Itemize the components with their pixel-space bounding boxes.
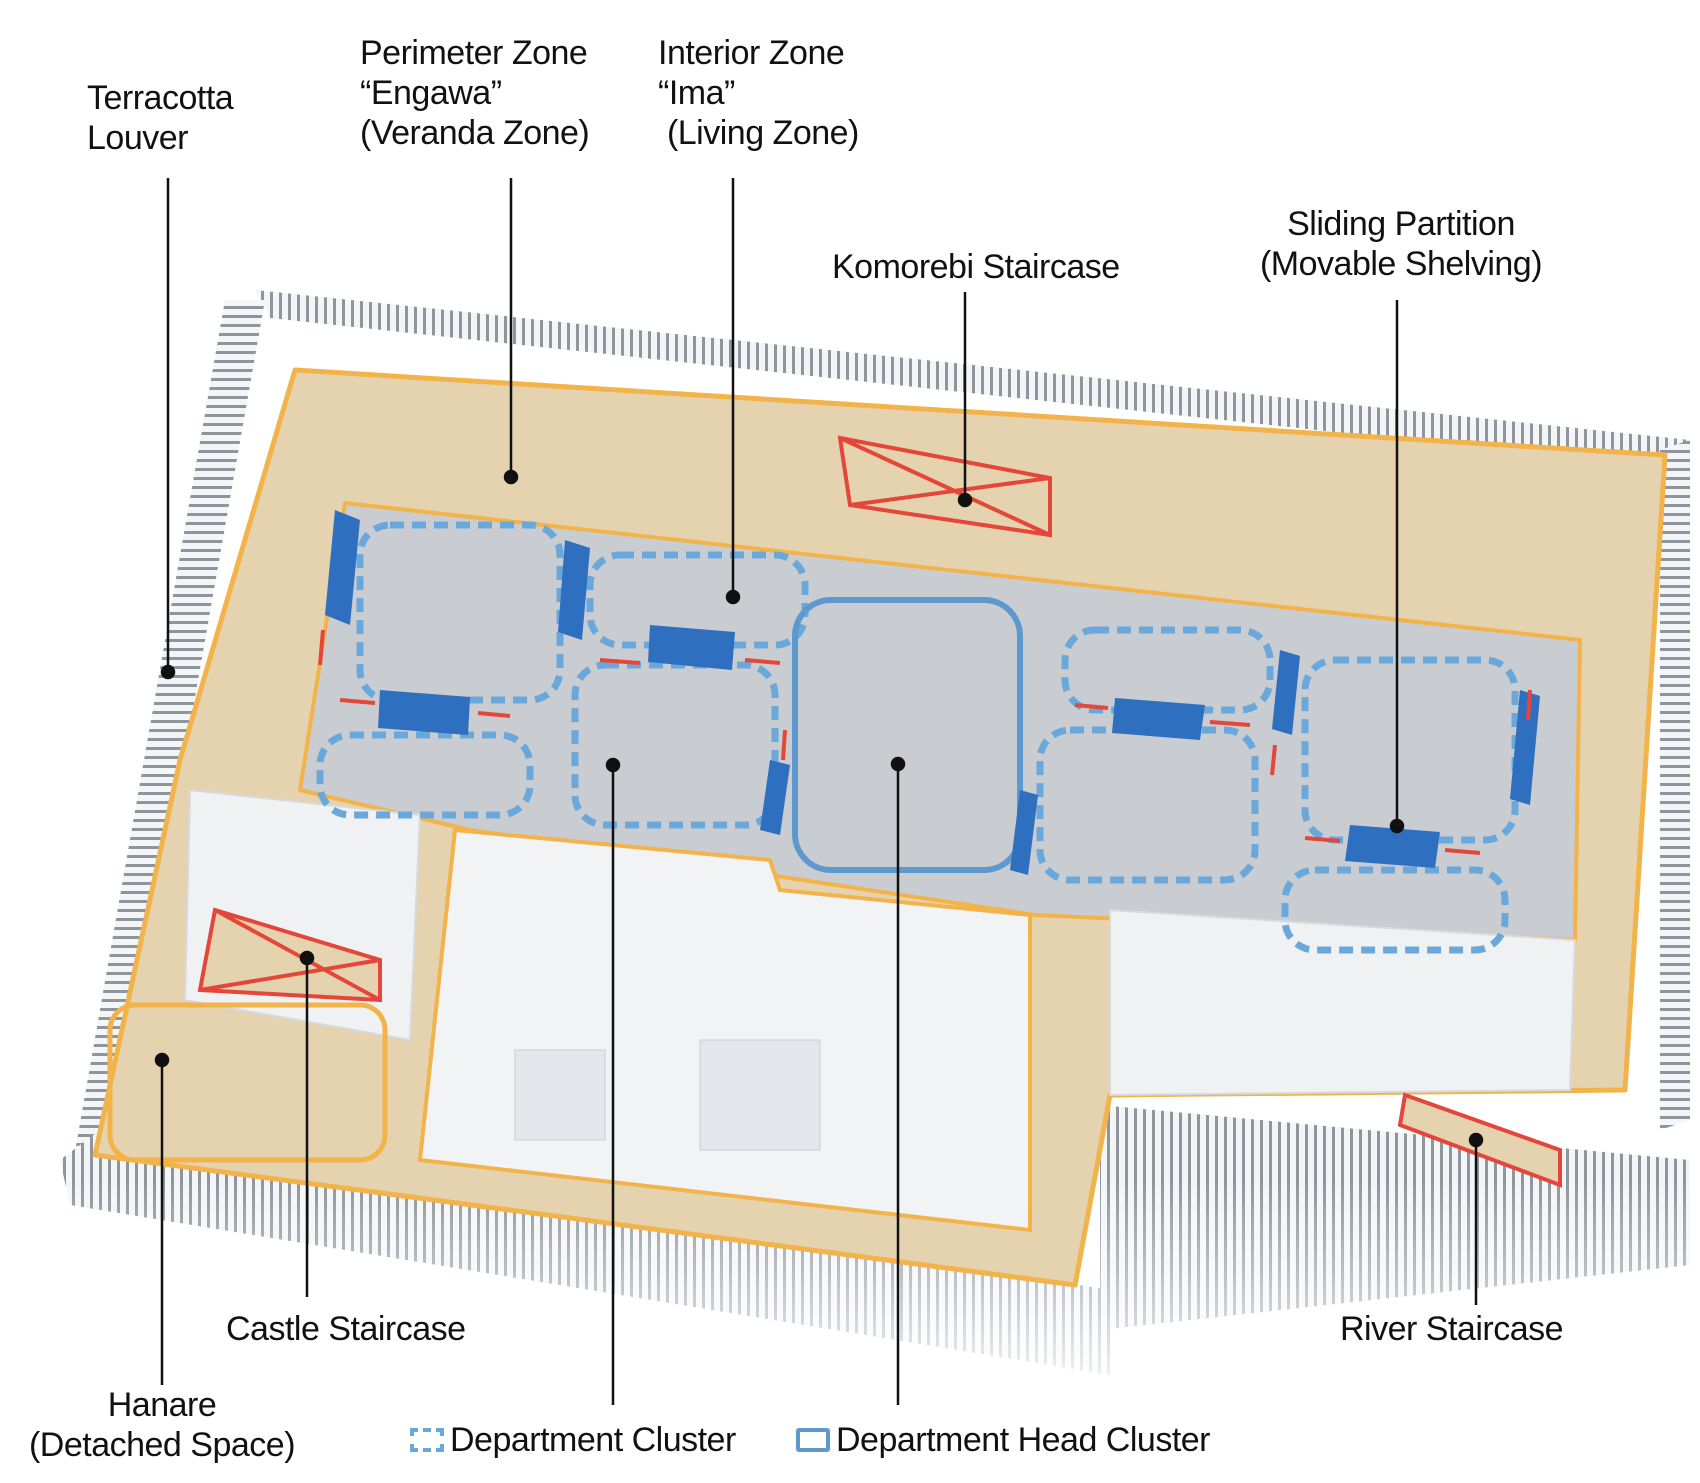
- legend-department-head-cluster: Department Head Cluster: [796, 1418, 1211, 1462]
- hanare-zone: [107, 1002, 388, 1163]
- callout-line: Sliding Partition: [1287, 205, 1515, 243]
- castle-staircase: [197, 907, 382, 1003]
- legend-department-cluster: Department Cluster: [410, 1418, 736, 1462]
- callout-castle-staircase: Castle Staircase: [226, 1309, 466, 1349]
- callout-interior-zone: Interior Zone “Ima” (Living Zone): [658, 33, 859, 153]
- legend-label: Department Cluster: [450, 1420, 736, 1459]
- department-head-cluster: [792, 597, 1023, 873]
- sliding-arrows: [318, 629, 1532, 855]
- legend-label: Department Head Cluster: [836, 1420, 1211, 1459]
- callout-line: Hanare: [107, 1386, 217, 1424]
- callout-komorebi-staircase: Komorebi Staircase: [832, 247, 1120, 287]
- callout-line: River Staircase: [1340, 1310, 1564, 1348]
- callout-river-staircase: River Staircase: [1340, 1309, 1564, 1349]
- callout-hanare: Hanare (Detached Space): [12, 1385, 312, 1465]
- callout-sliding-partition: Sliding Partition (Movable Shelving): [1226, 204, 1576, 284]
- callout-line: “Engawa”: [360, 74, 502, 112]
- callout-perimeter-zone: Perimeter Zone “Engawa” (Veranda Zone): [360, 33, 590, 153]
- callout-line: (Veranda Zone): [360, 114, 590, 152]
- komorebi-staircase: [837, 435, 1052, 538]
- callout-terracotta-louver: Terracotta Louver: [87, 78, 234, 158]
- callout-line: Interior Zone: [658, 34, 845, 72]
- callout-line: (Movable Shelving): [1259, 245, 1543, 283]
- interior-zone: [298, 501, 1582, 942]
- callout-line: (Detached Space): [28, 1426, 296, 1464]
- sliding-partitions: [325, 510, 1540, 875]
- solid-swatch-icon: [796, 1428, 830, 1452]
- callout-line: Castle Staircase: [226, 1310, 466, 1348]
- callout-line: Perimeter Zone: [360, 34, 588, 72]
- leader-lines: [154, 178, 1484, 1405]
- callout-line: Louver: [87, 119, 188, 157]
- dashed-swatch-icon: [410, 1428, 444, 1452]
- callout-line: (Living Zone): [658, 114, 859, 152]
- service-core: [183, 788, 1577, 1233]
- callout-line: Terracotta: [87, 79, 234, 117]
- callout-line: Komorebi Staircase: [832, 248, 1120, 286]
- callout-line: “Ima”: [658, 74, 735, 112]
